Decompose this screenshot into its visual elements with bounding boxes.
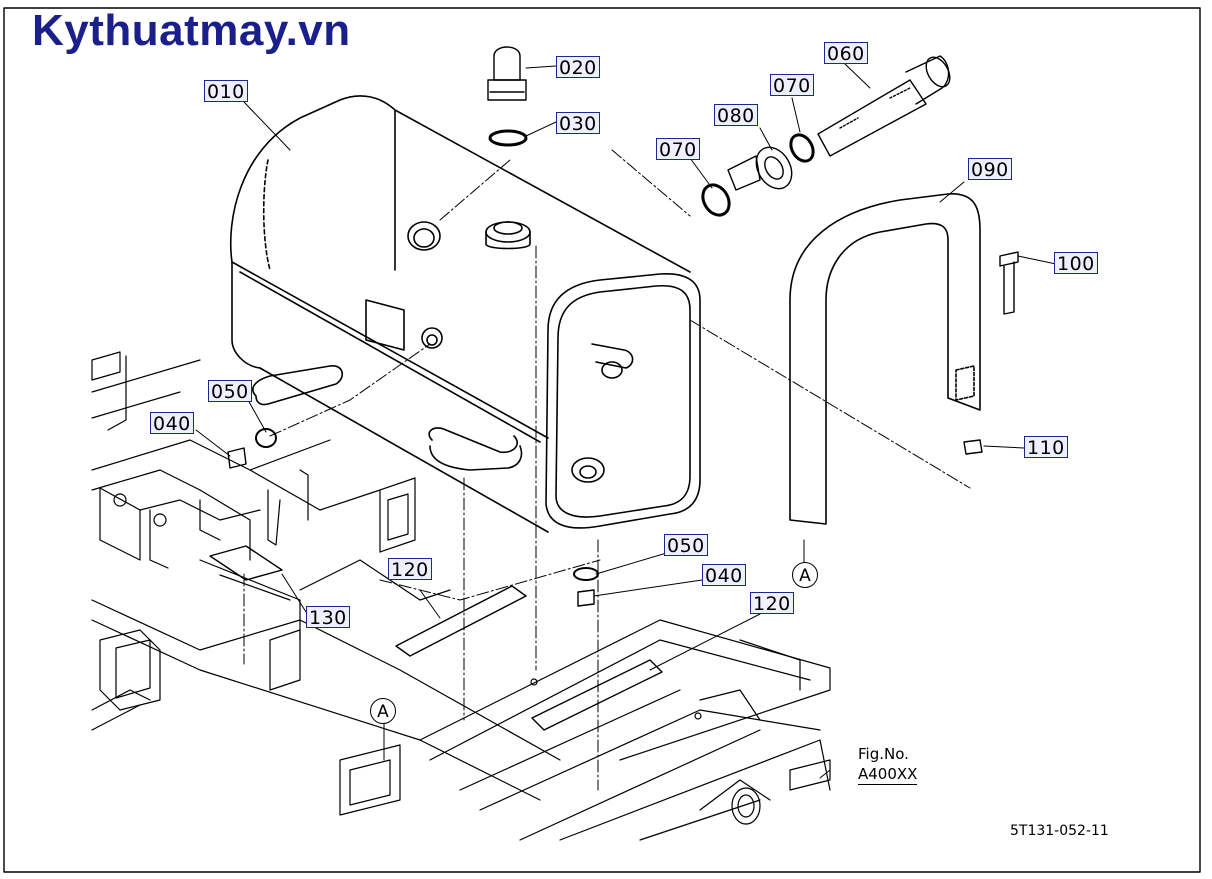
label-leaders: [195, 63, 1057, 779]
fuel-tank: [229, 95, 701, 533]
part-label-010[interactable]: 010: [204, 80, 248, 103]
plug-040-b: [577, 589, 595, 607]
banjo-fitting: [727, 146, 793, 191]
part-label-030[interactable]: 030: [556, 112, 600, 135]
plug-040-a: [227, 447, 247, 469]
part-label-060[interactable]: 060: [824, 42, 868, 65]
part-label-120-a[interactable]: 120: [388, 558, 432, 581]
figure-number-label: Fig.No.: [858, 745, 909, 763]
reference-marker-a-lower: A: [370, 698, 396, 724]
part-label-040-b[interactable]: 040: [702, 564, 746, 587]
part-label-070-b[interactable]: 070: [770, 74, 814, 97]
tank-strap: [789, 193, 981, 525]
part-label-050-a[interactable]: 050: [208, 380, 252, 403]
bolt-100: [999, 251, 1019, 315]
washer-050-a: [255, 428, 277, 448]
part-label-050-b[interactable]: 050: [664, 534, 708, 557]
page-border: [3, 7, 1201, 873]
reference-marker-a-upper: A: [792, 562, 818, 588]
fuel-strainer: [817, 55, 951, 157]
figure-number: Fig.No. A400XX: [858, 744, 918, 785]
filler-cap: [487, 46, 527, 101]
document-reference: 5T131-052-11: [1010, 823, 1109, 839]
o-ring-030: [488, 129, 528, 147]
site-watermark: Kythuatmay.vn: [32, 6, 351, 55]
part-label-080[interactable]: 080: [714, 104, 758, 127]
nut-110: [963, 439, 983, 455]
washer-050-b: [573, 567, 599, 581]
chassis-frame: [91, 351, 831, 841]
leader-lines: [243, 149, 971, 791]
pad-120-a: [395, 585, 527, 657]
part-label-110[interactable]: 110: [1024, 436, 1068, 459]
part-label-120-b[interactable]: 120: [750, 592, 794, 615]
part-label-020[interactable]: 020: [556, 56, 600, 79]
o-ring-070-b: [789, 133, 815, 163]
part-label-090[interactable]: 090: [968, 158, 1012, 181]
part-label-100[interactable]: 100: [1054, 252, 1098, 275]
part-label-070-a[interactable]: 070: [656, 138, 700, 161]
pad-130: [209, 545, 283, 581]
o-ring-070-a: [701, 183, 731, 217]
part-label-040-a[interactable]: 040: [150, 412, 194, 435]
pad-120-b: [531, 659, 663, 731]
part-label-130[interactable]: 130: [306, 606, 350, 629]
figure-number-value: A400XX: [858, 765, 918, 785]
